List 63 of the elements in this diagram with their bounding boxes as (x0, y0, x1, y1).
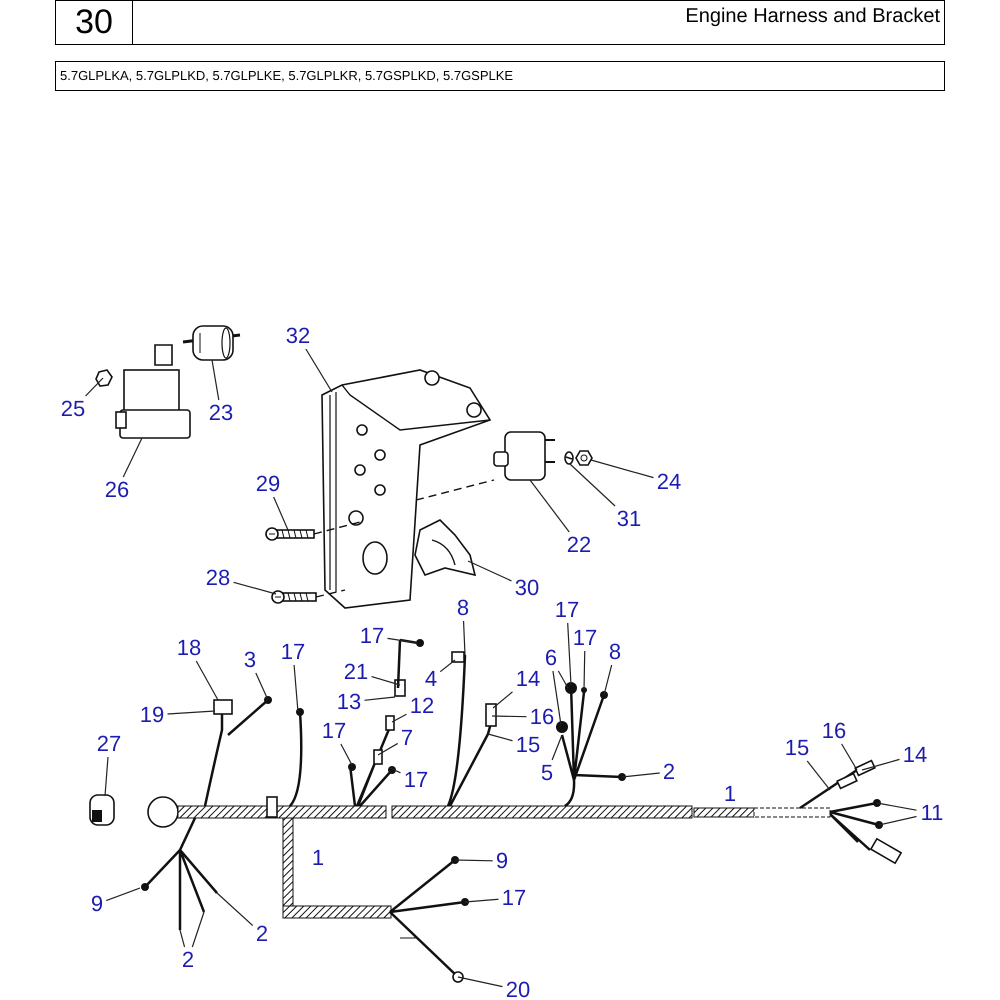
callout-number: 22 (566, 534, 592, 556)
callout-number: 8 (456, 597, 470, 619)
callout-number: 12 (410, 695, 434, 717)
callout-number: 25 (60, 398, 86, 420)
solenoid-drawing (182, 325, 240, 361)
callout-number: 17 (404, 769, 428, 791)
callout-number: 30 (514, 577, 540, 599)
callout-number: 14 (516, 668, 540, 690)
callout-number: 15 (784, 737, 810, 759)
callout-number: 6 (544, 647, 558, 669)
callout-number: 9 (496, 850, 508, 872)
callout-number: 27 (96, 733, 122, 755)
callout-number: 17 (322, 720, 346, 742)
relay-drawing (115, 344, 191, 439)
callout-number: 2 (256, 923, 268, 945)
header-text: 30 (75, 2, 113, 43)
callout-number: 17 (360, 625, 384, 647)
callout-number: 15 (516, 734, 540, 756)
callout-number: 18 (176, 637, 202, 659)
header-text: 5.7GLPLKA, 5.7GLPLKD, 5.7GLPLKE, 5.7GLPLKR, 5.7GSPLKD, 5.7GSPLKE (60, 67, 514, 86)
callout-number: 11 (920, 802, 944, 824)
nut-drawing (95, 369, 113, 387)
bracket-drawing (414, 519, 476, 576)
callout-number: 26 (104, 479, 130, 501)
callout-number: 16 (822, 720, 846, 742)
callout-number: 5 (540, 762, 554, 784)
dashed-line (416, 479, 494, 501)
callout-number: 14 (902, 744, 928, 766)
callout-number: 17 (502, 887, 526, 909)
nut-drawing (575, 450, 593, 466)
callout-number: 3 (244, 649, 256, 671)
dashed-line (314, 521, 360, 535)
callout-number: 13 (336, 691, 362, 713)
header-cell (55, 61, 945, 91)
bolt-drawing (271, 590, 317, 604)
callout-number: 21 (344, 661, 368, 683)
callout-number: 16 (530, 706, 554, 728)
hose-clamp-drawing (89, 794, 115, 826)
callout-number: 2 (182, 949, 194, 971)
callout-number: 7 (400, 727, 414, 749)
callout-number: 32 (286, 325, 310, 347)
callout-number: 17 (554, 599, 580, 621)
washer-drawing (564, 451, 574, 465)
callout-number: 1 (724, 783, 736, 805)
callout-number: 17 (572, 627, 598, 649)
callout-number: 19 (140, 704, 164, 726)
switch-drawing (493, 431, 555, 481)
callout-number: 31 (616, 508, 642, 530)
header-cell (55, 0, 133, 45)
callout-number: 29 (256, 473, 280, 495)
header-cell (132, 0, 945, 45)
callout-number: 28 (206, 567, 230, 589)
callout-number: 24 (656, 471, 682, 493)
callout-number: 1 (312, 847, 324, 869)
header-text: Engine Harness and Bracket (685, 4, 940, 29)
callout-number: 9 (90, 893, 104, 915)
bolt-drawing (265, 527, 315, 541)
callout-number: 23 (208, 402, 234, 424)
callout-number: 8 (608, 641, 622, 663)
callout-number: 17 (280, 641, 306, 663)
callout-number: 2 (662, 761, 676, 783)
callout-number: 4 (424, 668, 438, 690)
callout-number: 20 (506, 979, 530, 1000)
